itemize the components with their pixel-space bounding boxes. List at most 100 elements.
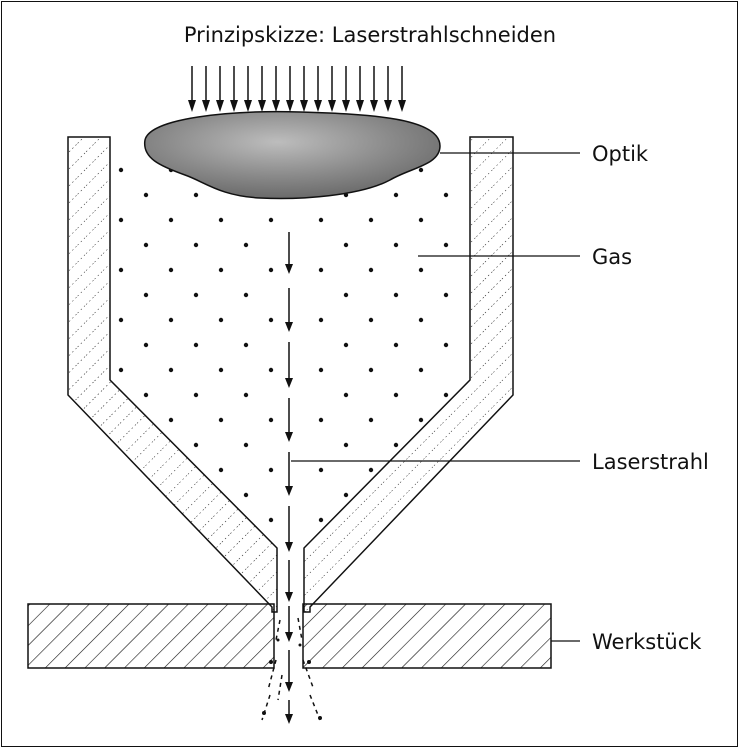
gas-dot	[368, 267, 374, 273]
gas-dot	[218, 467, 224, 473]
laser-ray-arrowhead	[272, 100, 280, 112]
gas-dot	[168, 317, 174, 323]
gas-dot	[343, 242, 349, 248]
gas-dot	[193, 242, 199, 248]
gas-dot	[418, 167, 424, 173]
laser-ray-arrowhead	[300, 100, 308, 112]
optics-lens	[144, 110, 441, 200]
gas-dot	[443, 192, 449, 198]
gas-dot	[143, 292, 149, 298]
gas-dot	[243, 442, 249, 448]
gas-dot	[243, 342, 249, 348]
gas-dot	[168, 417, 174, 423]
beam-arrowhead	[285, 264, 293, 274]
gas-dot	[393, 192, 399, 198]
gas-dot	[243, 392, 249, 398]
beam-arrowhead	[285, 486, 293, 496]
gas-dot	[268, 517, 274, 523]
gas-dot	[218, 217, 224, 223]
gas-dot	[193, 392, 199, 398]
gas-dot	[343, 392, 349, 398]
gas-dot	[268, 267, 274, 273]
gas-dot	[318, 217, 324, 223]
gas-dot	[268, 467, 274, 473]
incoming-laser-rays	[188, 66, 406, 112]
gas-dot	[368, 217, 374, 223]
laser-beam	[285, 232, 293, 724]
gas-dot	[418, 367, 424, 373]
gas-dot	[193, 292, 199, 298]
gas-dot	[243, 492, 249, 498]
gas-dot	[443, 342, 449, 348]
gas-dot	[343, 492, 349, 498]
gas-dot	[118, 367, 124, 373]
gas-dot	[218, 367, 224, 373]
laser-ray-arrowhead	[244, 100, 252, 112]
beam-arrowhead	[285, 682, 293, 692]
beam-arrowhead	[285, 592, 293, 602]
gas-dot	[168, 217, 174, 223]
gas-dot	[393, 342, 399, 348]
workpiece-right	[302, 603, 552, 669]
gas-dot	[143, 192, 149, 198]
gas-dot	[268, 317, 274, 323]
gas-dot	[443, 242, 449, 248]
laser-ray-arrowhead	[216, 100, 224, 112]
beam-arrowhead	[285, 432, 293, 442]
gas-dot	[318, 267, 324, 273]
gas-dot	[418, 217, 424, 223]
label-gas: Gas	[592, 245, 632, 269]
gas-dot	[118, 167, 124, 173]
label-optik: Optik	[592, 142, 649, 166]
gas-dot	[318, 467, 324, 473]
gas-dot	[118, 217, 124, 223]
laser-ray-arrowhead	[258, 100, 266, 112]
gas-dot	[193, 192, 199, 198]
gas-dot	[393, 392, 399, 398]
gas-dot	[143, 242, 149, 248]
gas-dot	[218, 267, 224, 273]
gas-dot	[443, 292, 449, 298]
gas-dot	[143, 392, 149, 398]
gas-dot	[368, 467, 374, 473]
gas-dot	[343, 342, 349, 348]
gas-dot	[393, 242, 399, 248]
gas-dot	[193, 342, 199, 348]
gas-dot	[268, 217, 274, 223]
gas-dot	[368, 317, 374, 323]
workpiece-left	[27, 603, 275, 669]
laser-ray-arrowhead	[342, 100, 350, 112]
gas-dot	[318, 417, 324, 423]
beam-arrowhead	[285, 542, 293, 552]
gas-dot	[368, 367, 374, 373]
gas-dot	[143, 342, 149, 348]
beam-arrowhead	[285, 378, 293, 388]
laser-ray-arrowhead	[398, 100, 406, 112]
laser-ray-arrowhead	[188, 100, 196, 112]
gas-dot	[368, 417, 374, 423]
gas-dot	[393, 292, 399, 298]
gas-dot	[168, 267, 174, 273]
gas-dot	[318, 517, 324, 523]
laser-ray-arrowhead	[286, 100, 294, 112]
gas-dot	[393, 442, 399, 448]
label-laserstrahl: Laserstrahl	[592, 450, 709, 474]
beam-arrowhead	[285, 632, 293, 642]
laser-ray-arrowhead	[328, 100, 336, 112]
gas-dot	[218, 417, 224, 423]
laser-ray-arrowhead	[356, 100, 364, 112]
laser-ray-arrowhead	[384, 100, 392, 112]
laser-ray-arrowhead	[202, 100, 210, 112]
laser-ray-arrowhead	[314, 100, 322, 112]
gas-dot	[268, 367, 274, 373]
label-werkstueck: Werkstück	[592, 630, 702, 654]
gas-dot	[443, 392, 449, 398]
gas-dot	[268, 417, 274, 423]
gas-dot	[118, 317, 124, 323]
gas-dot	[318, 367, 324, 373]
diagram-title: Prinzipskizze: Laserstrahlschneiden	[184, 23, 556, 47]
gas-dot	[243, 292, 249, 298]
beam-arrowhead	[285, 322, 293, 332]
gas-dot	[418, 317, 424, 323]
laser-ray-arrowhead	[230, 100, 238, 112]
